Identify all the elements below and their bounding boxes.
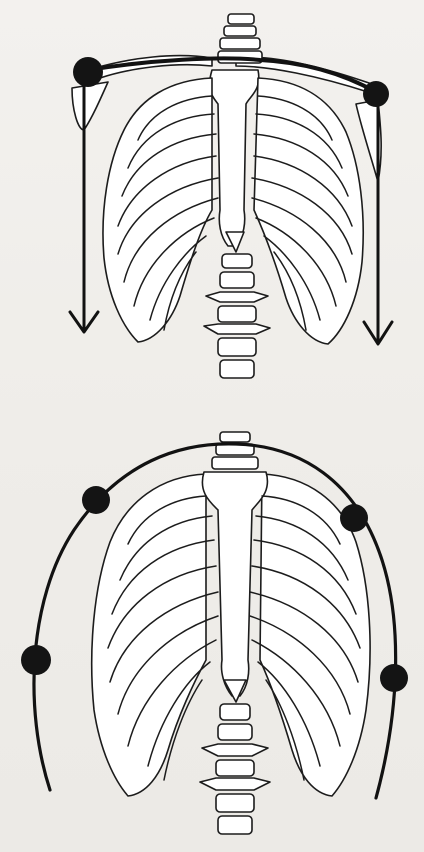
top-cervical-spine	[218, 14, 262, 63]
left-scapula	[72, 82, 108, 130]
bottom-panel	[0, 410, 424, 852]
upper-left-joint	[82, 486, 110, 514]
top-left-ribcage	[103, 78, 212, 342]
lower-left-joint	[21, 645, 51, 675]
left-shoulder-joint	[73, 57, 103, 87]
bottom-skeleton	[92, 432, 370, 834]
lower-right-joint	[380, 664, 408, 692]
top-skeleton	[72, 14, 381, 378]
right-shoulder-joint	[363, 81, 389, 107]
bottom-cervical-spine	[212, 432, 258, 469]
top-lower-spine	[204, 254, 270, 378]
top-panel	[0, 0, 424, 410]
bottom-figure	[0, 410, 424, 852]
top-figure	[0, 0, 424, 410]
upper-right-joint	[340, 504, 368, 532]
bottom-lower-spine	[200, 704, 270, 834]
top-sternum	[210, 70, 259, 246]
top-right-ribcage	[254, 78, 363, 344]
bottom-left-ribcage	[92, 474, 206, 796]
